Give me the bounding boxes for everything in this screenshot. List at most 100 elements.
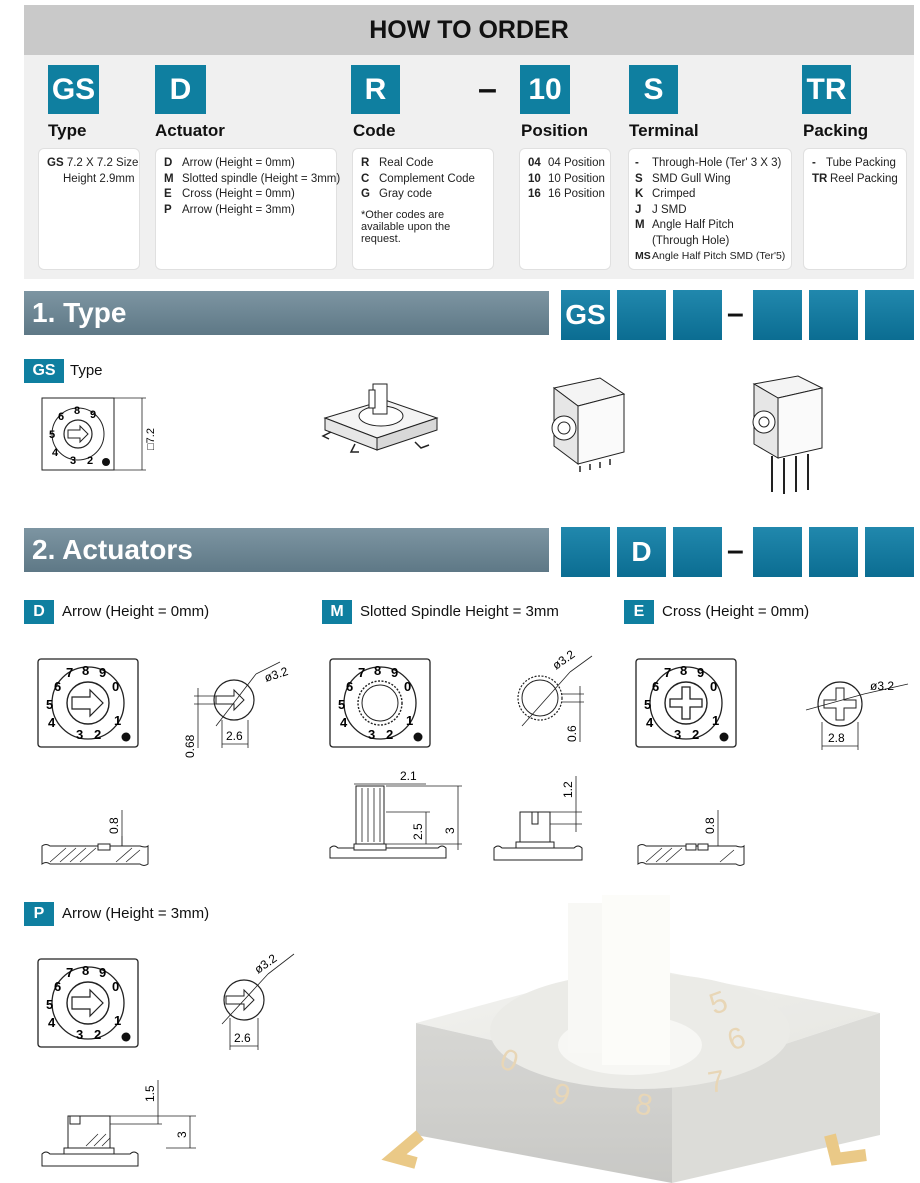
dimension-label: 0.8	[107, 817, 121, 834]
dial-number: 3	[76, 1027, 83, 1042]
code-note: *Other codes are available upon the requ…	[361, 208, 451, 245]
dial-number: 8	[633, 1087, 655, 1122]
dial-number: 4	[646, 715, 654, 730]
code-box-packing: TR	[802, 65, 851, 114]
actuator-m-tag: M	[322, 600, 352, 624]
section2-banner: 2. Actuators	[24, 528, 549, 572]
dimension-label: ø3.2	[870, 679, 894, 693]
section2-code-box: D	[617, 527, 666, 577]
dial-number: 3	[368, 727, 375, 742]
actuator-d-detail: ø3.2 0.68 2.6	[183, 661, 290, 758]
label-packing: Packing	[803, 121, 869, 140]
actuator-p-top-view: 8 7 6 9 0 5 4 3 2 1	[37, 958, 139, 1048]
dial-number: 8	[374, 663, 381, 678]
dial-number: 7	[66, 665, 73, 680]
actuator-p-text: Arrow (Height = 3mm)	[62, 905, 210, 922]
section1-blank-box	[809, 290, 858, 340]
section1-blank-box	[865, 290, 914, 340]
actuator-p-detail: ø3.2 2.6	[221, 951, 295, 1050]
dial-number: 8	[74, 405, 80, 417]
dial-number: 6	[58, 411, 64, 423]
dial-number: 7	[664, 665, 671, 680]
dial-number: 1	[114, 713, 121, 728]
section1-dash: –	[727, 297, 744, 330]
type-size-dimension: □7.2	[145, 428, 157, 450]
actuator-p-tag: P	[24, 902, 54, 926]
section1-blank-box	[673, 290, 722, 340]
actuator-d-side-view: 0.8	[41, 810, 149, 866]
smd-component-drawing	[321, 383, 439, 453]
dial-number: 7	[66, 965, 73, 980]
dial-number: 1	[114, 1013, 121, 1028]
dial-number: 1	[712, 713, 719, 728]
dial-number: 4	[340, 715, 348, 730]
dimension-label: 0.68	[183, 734, 197, 758]
section1-blank-box	[753, 290, 802, 340]
dial-number: 6	[346, 679, 353, 694]
dial-number: 2	[386, 727, 393, 742]
dial-number: 4	[52, 447, 59, 459]
option-row: -Tube Packing	[812, 157, 896, 169]
code-box-code: R	[351, 65, 400, 114]
label-position: Position	[521, 121, 589, 140]
dial-number: 0	[112, 979, 119, 994]
dial-number: 3	[674, 727, 681, 742]
actuator-m-top-view: 8 7 6 9 0 5 4 3 2 1	[329, 658, 431, 748]
dial-number: 1	[406, 713, 413, 728]
actuator-e-side-view: 0.8	[637, 810, 745, 866]
code-box-terminal: S	[629, 65, 678, 114]
dimension-label: ø3.2	[550, 647, 578, 672]
option-row: Height 2.9mm	[63, 172, 135, 185]
label-terminal: Terminal	[629, 121, 699, 140]
dimension-label: 2.6	[234, 1031, 251, 1045]
type-top-view-drawing: 8 6 9 5 4 3 2 □7.2	[41, 397, 157, 471]
dial-number: 9	[391, 665, 398, 680]
dial-number: 6	[54, 679, 61, 694]
dimension-label: 2.5	[411, 823, 425, 840]
dial-number: 2	[87, 455, 93, 467]
dimension-label: 3	[443, 827, 457, 834]
actuator-p-side-view: 1.5 3	[41, 1080, 196, 1167]
dimension-label: ø3.2	[263, 664, 290, 685]
section2-blank-box	[561, 527, 610, 577]
dial-number: 8	[680, 663, 687, 678]
actuator-m-side-view: 2.1 2.5 3	[329, 769, 462, 859]
section2-dash: –	[727, 534, 744, 567]
product-photo: 0 9 8 7 6 5	[381, 895, 880, 1183]
section1-code-box: GS	[561, 290, 610, 340]
type-tag-text: Type	[70, 362, 103, 379]
dial-number: 5	[644, 697, 651, 712]
actuator-e-top-view: 8 7 6 9 0 5 4 3 2 1	[635, 658, 737, 748]
section2-blank-box	[865, 527, 914, 577]
dial-number: 7	[358, 665, 365, 680]
actuator-m-text: Slotted Spindle Height = 3mm	[360, 603, 559, 620]
type-options: GS 7.2 X 7.2 Size Height 2.9mm	[38, 148, 140, 270]
dial-number: 8	[82, 963, 89, 978]
dial-number: 4	[48, 1015, 56, 1030]
type-tag: GS	[24, 359, 64, 383]
dimension-label: 3	[175, 1131, 189, 1138]
section2-blank-box	[753, 527, 802, 577]
actuator-d-top-view: 8 7 6 9 0 5 4 3 2 1	[37, 658, 139, 748]
section1-blank-box	[617, 290, 666, 340]
dial-number: 9	[90, 409, 96, 421]
actuator-m-slot-view: 1.2	[493, 776, 583, 861]
dimension-label: 2.6	[226, 729, 243, 743]
code-box-type: GS	[48, 65, 99, 114]
dimension-label: 0.8	[703, 817, 717, 834]
